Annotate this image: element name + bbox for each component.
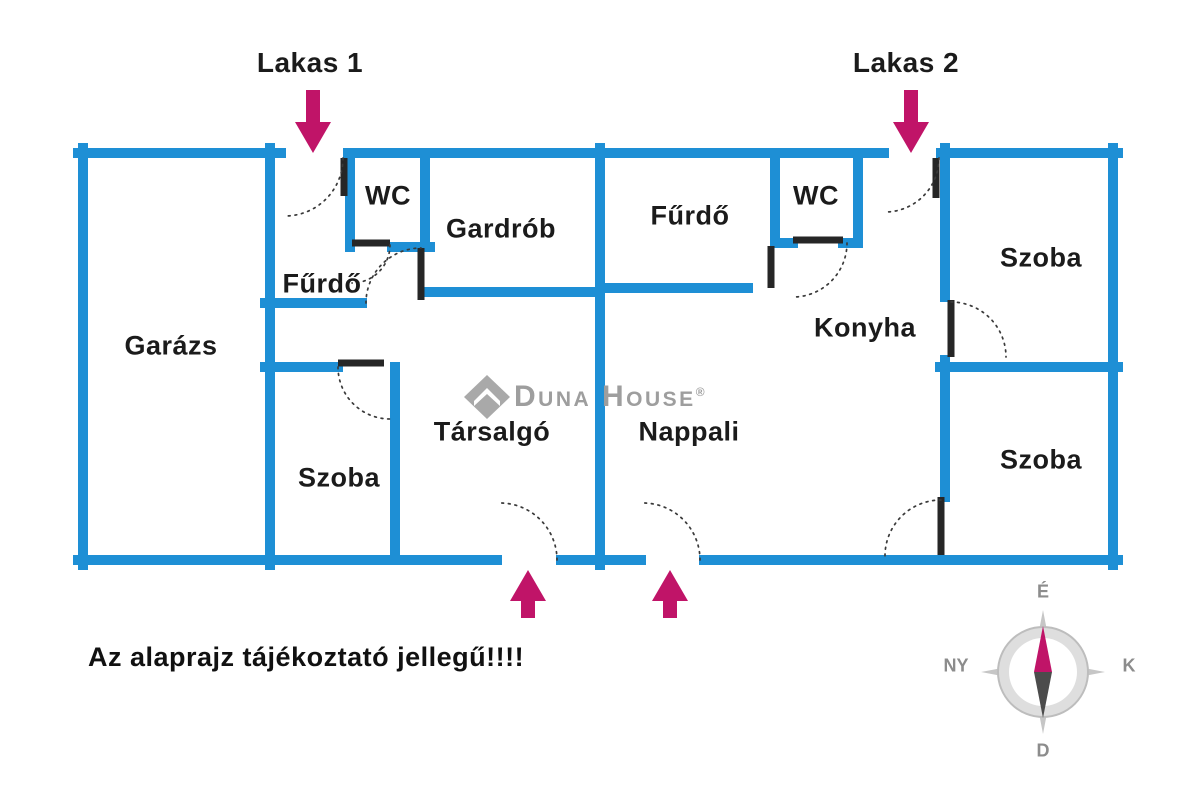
registered-mark: ® bbox=[695, 385, 705, 399]
door-swing-arc bbox=[642, 502, 701, 561]
door-swing-arc bbox=[351, 244, 391, 284]
logo-roof-shape bbox=[474, 388, 500, 406]
compass-rose bbox=[981, 610, 1105, 734]
entrance-arrow-lakas2 bbox=[893, 90, 929, 153]
door-swing-arc bbox=[365, 247, 422, 304]
entrance-arrow-tarsalgo bbox=[510, 570, 546, 618]
watermark-brand: Duna House bbox=[514, 380, 696, 413]
room-label-wc-lakas1: WC bbox=[365, 180, 411, 211]
compass-needle-south bbox=[1034, 672, 1052, 718]
door-swing-arc bbox=[950, 301, 1007, 358]
room-label-furdo-lakas1: Fűrdő bbox=[282, 268, 362, 299]
room-label-gardrob: Gardrób bbox=[445, 213, 557, 244]
compass-needle-north bbox=[1034, 626, 1052, 672]
walls bbox=[73, 143, 1123, 570]
entrance-arrow-lakas1 bbox=[295, 90, 331, 153]
door-swing-arc bbox=[499, 502, 558, 561]
door-swing-arc bbox=[884, 157, 940, 213]
room-label-szoba-lakas1: Szoba bbox=[297, 462, 381, 493]
apartment-label-lakas2: Lakas 2 bbox=[852, 47, 960, 78]
watermark: Duna House® bbox=[514, 380, 705, 414]
room-label-konyha: Konyha bbox=[813, 312, 917, 343]
entrance-arrows bbox=[295, 90, 929, 618]
door-swing-arc bbox=[792, 242, 848, 298]
disclaimer-text: Az alaprajz tájékoztató jellegű!!!! bbox=[88, 642, 525, 672]
door-swing-arc bbox=[884, 499, 942, 557]
room-label-szoba-felso: Szoba bbox=[999, 242, 1083, 273]
room-label-nappali: Nappali bbox=[638, 416, 740, 447]
logo-diamond-shape bbox=[464, 375, 510, 419]
compass-label-east: K bbox=[1122, 655, 1136, 676]
entrance-arrow-nappali bbox=[652, 570, 688, 618]
room-label-garazs: Garázs bbox=[124, 330, 218, 361]
room-label-furdo-lakas2: Fűrdő bbox=[650, 200, 730, 231]
door-swing-arcs bbox=[284, 157, 1007, 561]
compass-label-north: É bbox=[1036, 581, 1050, 602]
door-swing-arc bbox=[337, 366, 391, 420]
compass-label-west: NY bbox=[943, 655, 969, 676]
room-label-tarsalgo: Társalgó bbox=[433, 416, 551, 447]
brand-logo-diamond bbox=[464, 375, 510, 419]
apartment-label-lakas1: Lakas 1 bbox=[256, 47, 364, 78]
room-label-wc-lakas2: WC bbox=[793, 180, 839, 211]
compass-label-south: D bbox=[1036, 740, 1050, 761]
door-swing-arc bbox=[284, 157, 344, 217]
room-label-szoba-also: Szoba bbox=[999, 444, 1083, 475]
